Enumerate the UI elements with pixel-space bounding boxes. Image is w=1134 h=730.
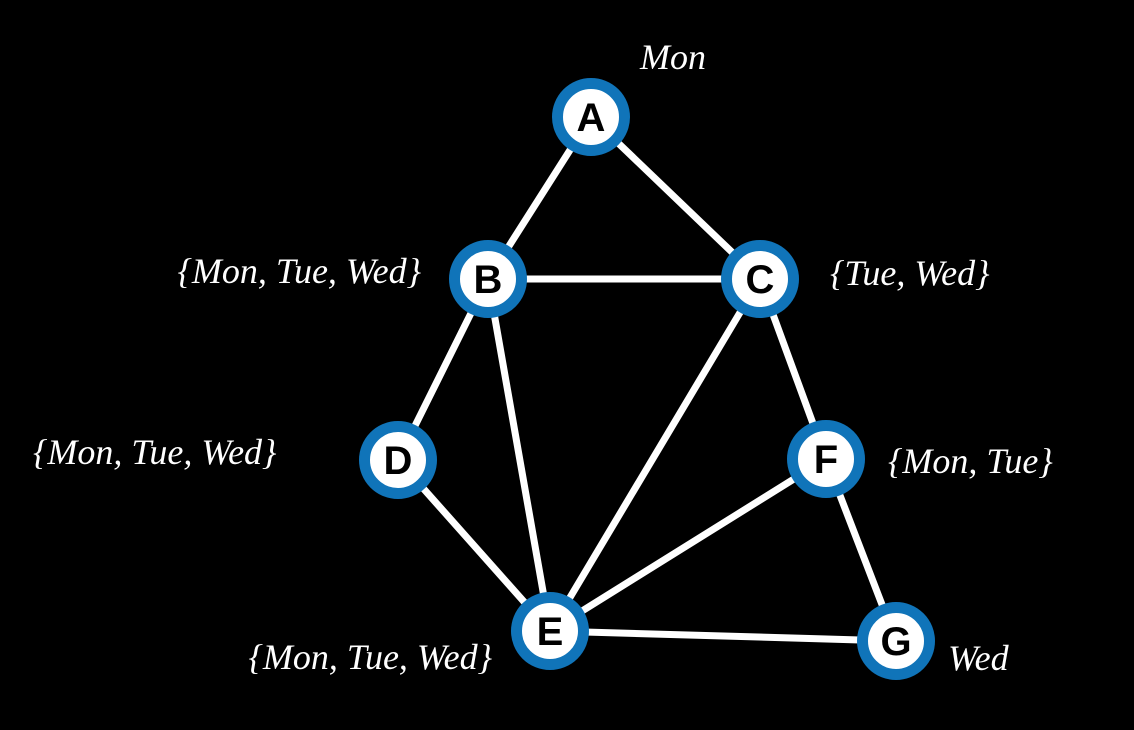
node-B: B	[449, 240, 527, 318]
edge-E-G	[546, 627, 900, 645]
node-letter-C: C	[746, 258, 775, 302]
node-letter-B: B	[474, 258, 503, 302]
node-circle-G	[857, 602, 935, 680]
node-domain-label-D: {Mon, Tue, Wed}	[33, 432, 277, 472]
node-letter-F: F	[814, 438, 838, 482]
node-circle-C	[721, 240, 799, 318]
node-D: D	[359, 421, 437, 499]
node-A: A	[552, 78, 630, 156]
node-letter-E: E	[537, 610, 564, 654]
node-G: G	[857, 602, 935, 680]
edge-A-C	[587, 113, 764, 283]
node-letter-A: A	[577, 96, 606, 140]
node-circle-D	[359, 421, 437, 499]
edge-C-E	[546, 275, 764, 635]
node-C: C	[721, 240, 799, 318]
node-domain-label-C: {Tue, Wed}	[830, 253, 990, 293]
node-domain-label-F: {Mon, Tue}	[888, 441, 1053, 481]
node-F: F	[787, 420, 865, 498]
node-domain-label-E: {Mon, Tue, Wed}	[249, 637, 493, 677]
node-E: E	[511, 592, 589, 670]
node-circle-B	[449, 240, 527, 318]
node-letter-G: G	[880, 620, 911, 664]
edge-E-F	[546, 455, 830, 635]
edge-B-E	[484, 275, 554, 635]
node-circle-A	[552, 78, 630, 156]
node-domain-label-A: Mon	[639, 37, 706, 77]
node-domain-label-B: {Mon, Tue, Wed}	[178, 251, 422, 291]
node-letter-D: D	[384, 439, 413, 483]
node-domain-label-G: Wed	[948, 638, 1010, 678]
node-circle-F	[787, 420, 865, 498]
node-circle-E	[511, 592, 589, 670]
